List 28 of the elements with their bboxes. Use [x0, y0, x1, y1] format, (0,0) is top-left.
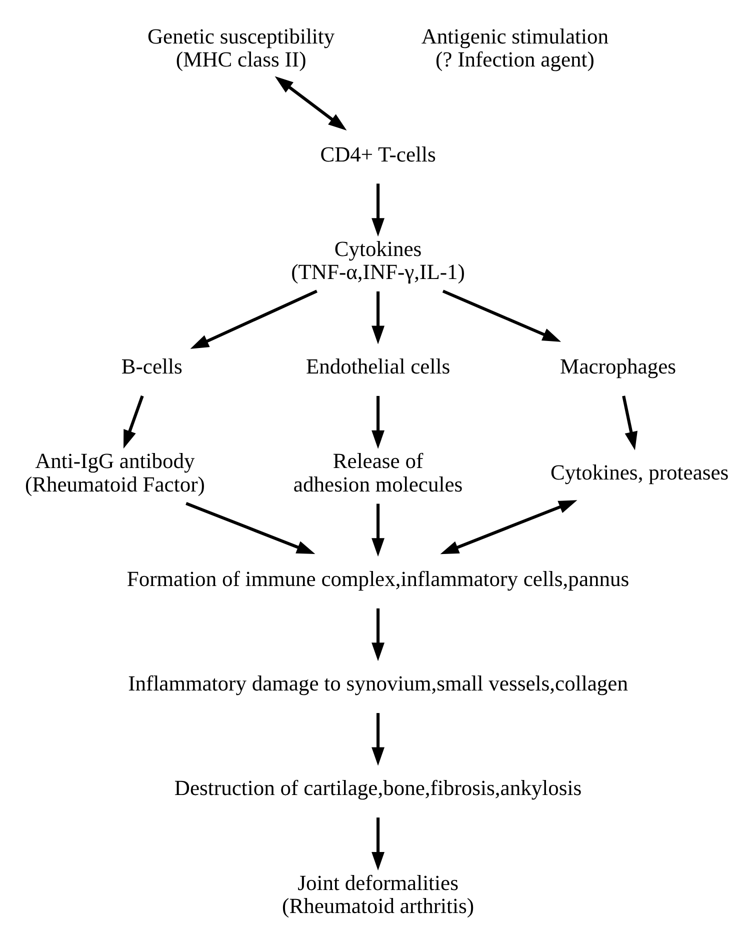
node-text: Antigenic stimulation (? Infection agent) [421, 24, 609, 72]
node-text: Destruction of cartilage,bone,fibrosis,ankylosis [174, 776, 582, 800]
arrow [124, 394, 144, 448]
arrow [372, 395, 385, 448]
node-text: Release of adhesion molecules [293, 448, 463, 496]
arrow [372, 183, 385, 236]
node-text: Cytokines, proteases [550, 460, 729, 484]
arrow [186, 502, 316, 554]
arrow [622, 395, 638, 450]
node-text: CD4+ T-cells [320, 142, 436, 166]
arrow [372, 608, 385, 661]
arrow [442, 289, 562, 342]
node-text: Endothelial cells [306, 354, 450, 378]
arrow [190, 289, 318, 348]
node-text: Inflammatory damage to synovium,small vessels,collagen [128, 671, 628, 696]
node-text: B-cells [121, 354, 182, 378]
node-text: Macrophages [560, 354, 676, 378]
arrow [372, 817, 385, 870]
node-text: Genetic susceptibility (MHC class II) [148, 24, 335, 72]
arrow [372, 503, 385, 556]
arrow [372, 290, 385, 344]
arrow [372, 712, 385, 766]
arrow [440, 500, 578, 554]
arrow [274, 76, 347, 130]
node-text: Anti-IgG antibody (Rheumatoid Factor) [24, 448, 205, 496]
node-text: Joint deformalities (Rheumatoid arthritis) [282, 870, 474, 918]
node-text: Formation of immune complex,inflammatory cells,pannus [126, 566, 630, 590]
node-text: Cytokines (TNF-α,INF-γ,IL-1) [291, 236, 465, 284]
